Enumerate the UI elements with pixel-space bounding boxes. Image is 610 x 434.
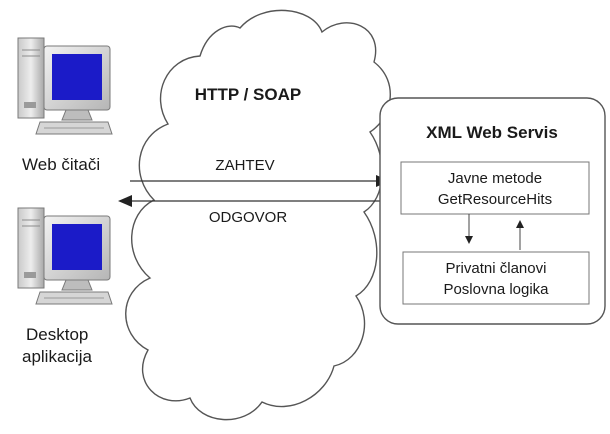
public-methods-label: Javne metode [448, 170, 542, 187]
xml-web-service-title: XML Web Servis [426, 123, 558, 142]
up-arrow [516, 220, 524, 250]
web-browser-computer-icon [17, 37, 113, 135]
down-arrow [465, 214, 473, 244]
public-methods-box [400, 161, 590, 215]
response-label: ODGOVOR [209, 209, 288, 226]
public-method-name: GetResourceHits [438, 191, 552, 208]
request-label: ZAHTEV [215, 157, 274, 174]
response-arrow [118, 195, 390, 207]
desktop-label-line2: aplikacija [22, 347, 92, 366]
private-members-label: Privatni članovi [446, 260, 547, 277]
desktop-application-computer-icon [17, 207, 113, 305]
cloud-title: HTTP / SOAP [195, 85, 301, 104]
private-members-box [402, 251, 590, 305]
business-logic-label: Poslovna logika [443, 281, 549, 298]
http-soap-cloud [125, 9, 391, 421]
desktop-label-line1: Desktop [26, 325, 88, 344]
web-browsers-label: Web čitači [22, 155, 100, 174]
